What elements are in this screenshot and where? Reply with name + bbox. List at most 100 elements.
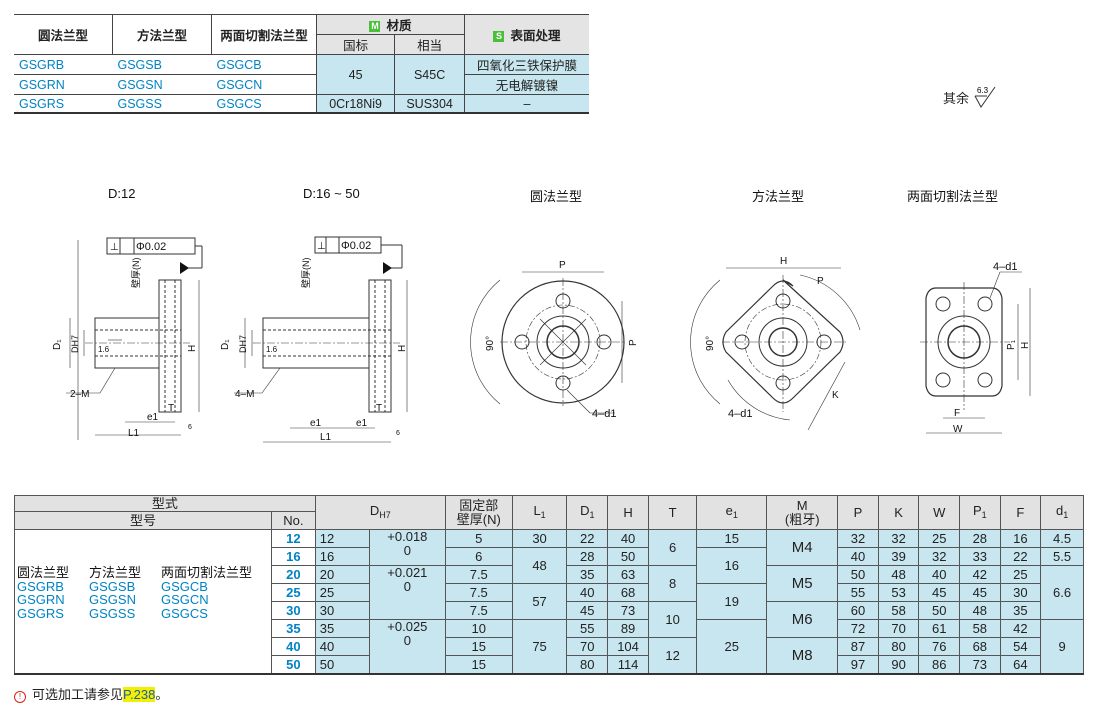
wall-cell: 5 (444, 529, 513, 548)
h-cell: 89 (607, 619, 650, 638)
w-cell: 45 (918, 583, 960, 602)
no-cell: 20 (271, 565, 316, 584)
dh7-cell: 25 (314, 583, 370, 602)
dh7-cell: 12 (314, 529, 370, 548)
header-p: P (837, 495, 879, 530)
gb-cell: 0Cr18Ni9 (315, 94, 396, 114)
d1s-cell: 4.5 (1040, 529, 1084, 548)
p-cell: 72 (837, 619, 879, 638)
wall-text-2: 壁厚(N) (300, 258, 311, 289)
dh7-text-1: DH7 (70, 335, 80, 353)
p1-cell: 48 (959, 601, 1001, 620)
m-cell: M4 (766, 529, 839, 566)
p1-cell: 28 (959, 529, 1001, 548)
p-cell: 50 (837, 565, 879, 584)
spec-table: 型式 DH7 固定部壁厚(N) L1 D1 H T e1 M(粗牙) P K W… (14, 495, 1084, 675)
k-cell: 58 (877, 601, 920, 620)
f-cell: 22 (999, 547, 1042, 566)
m-cell: M6 (766, 601, 839, 638)
code-cell: GSGCN (211, 74, 317, 95)
roughness-value: 6.3 (977, 86, 989, 95)
no-cell: 30 (271, 601, 316, 620)
roughness-icon: 6.3 (974, 86, 996, 108)
square-flange-view: H P K 90° 4–d1 (690, 256, 861, 431)
d1s-cell: 9 (1040, 619, 1084, 675)
r6-text-1: 6 (188, 424, 192, 431)
p1-cell: 33 (959, 547, 1001, 566)
wall-cell: 7.5 (444, 565, 513, 584)
d1s-cell: 6.6 (1040, 565, 1084, 620)
f-cell: 64 (999, 655, 1042, 675)
cut-flange-view: 4–d1 P₁ H F W (920, 261, 1031, 435)
code-cell: GSGCS (211, 94, 317, 114)
round-p-top: P (559, 260, 566, 271)
header-dh7: DH7 (314, 495, 446, 530)
h-cell: 73 (607, 601, 650, 620)
header-round: 圆法兰型 (14, 14, 113, 55)
d1-cell: 35 (566, 565, 609, 584)
header-square: 方法兰型 (112, 14, 212, 55)
l1-text-2: L1 (320, 432, 332, 443)
d1-cell: 22 (566, 529, 609, 548)
header-f: F (999, 495, 1042, 530)
tolerance-d12: Φ0.02 (136, 241, 166, 253)
header-model: 型号 (14, 511, 272, 530)
h-text-1: H (187, 345, 198, 352)
wall-cell: 15 (444, 655, 513, 675)
surface-note: 其余 6.3 (943, 85, 999, 109)
d1-cell: 40 (566, 583, 609, 602)
p1-cell: 68 (959, 637, 1001, 656)
k-cell: 53 (877, 583, 920, 602)
d1-text-1: D₁ (52, 339, 63, 350)
page-link[interactable]: P.238 (123, 687, 156, 702)
cut-p1: P₁ (1006, 339, 1017, 350)
header-wall: 固定部壁厚(N) (444, 495, 513, 530)
label-d12: D:12 (108, 186, 135, 201)
header-no: No. (271, 511, 316, 530)
header-gb: 国标 (315, 34, 396, 55)
f-cell: 42 (999, 619, 1042, 638)
l1-cell: 48 (511, 547, 568, 584)
h-cell: 104 (607, 637, 650, 656)
t-cell: 12 (648, 637, 698, 675)
h-cell: 63 (607, 565, 650, 584)
m-cell: M5 (766, 565, 839, 602)
k-cell: 32 (877, 529, 920, 548)
e1-text-2b: e1 (356, 418, 368, 429)
w-cell: 32 (918, 547, 960, 566)
dh7-cell: 16 (314, 547, 370, 566)
dh7-cell: 50 (314, 655, 370, 675)
square-p: P (817, 276, 824, 287)
model-codes: 圆法兰型 方法兰型 两面切割法兰型 GSGRB GSGSB GSGCB GSGR… (14, 529, 272, 675)
t-cell: 8 (648, 565, 698, 602)
wall-text-1: 壁厚(N) (130, 258, 141, 289)
surface-note-text: 其余 (943, 91, 970, 106)
drawings: D:12 D:16 ~ 50 圆法兰型 方法兰型 两面切割法兰型 ⊥ Φ0.02… (52, 186, 1031, 443)
label-cut: 两面切割法兰型 (907, 189, 998, 204)
header-eq: 相当 (394, 34, 465, 55)
p-cell: 55 (837, 583, 879, 602)
square-90: 90° (705, 336, 716, 351)
round-4d1: 4–d1 (592, 408, 616, 420)
round-p-side: P (628, 339, 639, 346)
m-cell: M8 (766, 637, 839, 675)
p-cell: 32 (837, 529, 879, 548)
code-cell: GSGRB (14, 54, 113, 75)
no-cell: 25 (271, 583, 316, 602)
p1-cell: 58 (959, 619, 1001, 638)
e1-cell: 19 (696, 583, 768, 620)
dh7-cell: 35 (314, 619, 370, 638)
k-cell: 80 (877, 637, 920, 656)
surface-tag-icon: S (493, 31, 505, 43)
f-cell: 16 (999, 529, 1042, 548)
header-type: 型式 (14, 495, 316, 512)
no-cell: 12 (271, 529, 316, 548)
p1-cell: 45 (959, 583, 1001, 602)
k-cell: 90 (877, 655, 920, 675)
gb-shared: 45 (315, 54, 396, 95)
wall-cell: 15 (444, 637, 513, 656)
